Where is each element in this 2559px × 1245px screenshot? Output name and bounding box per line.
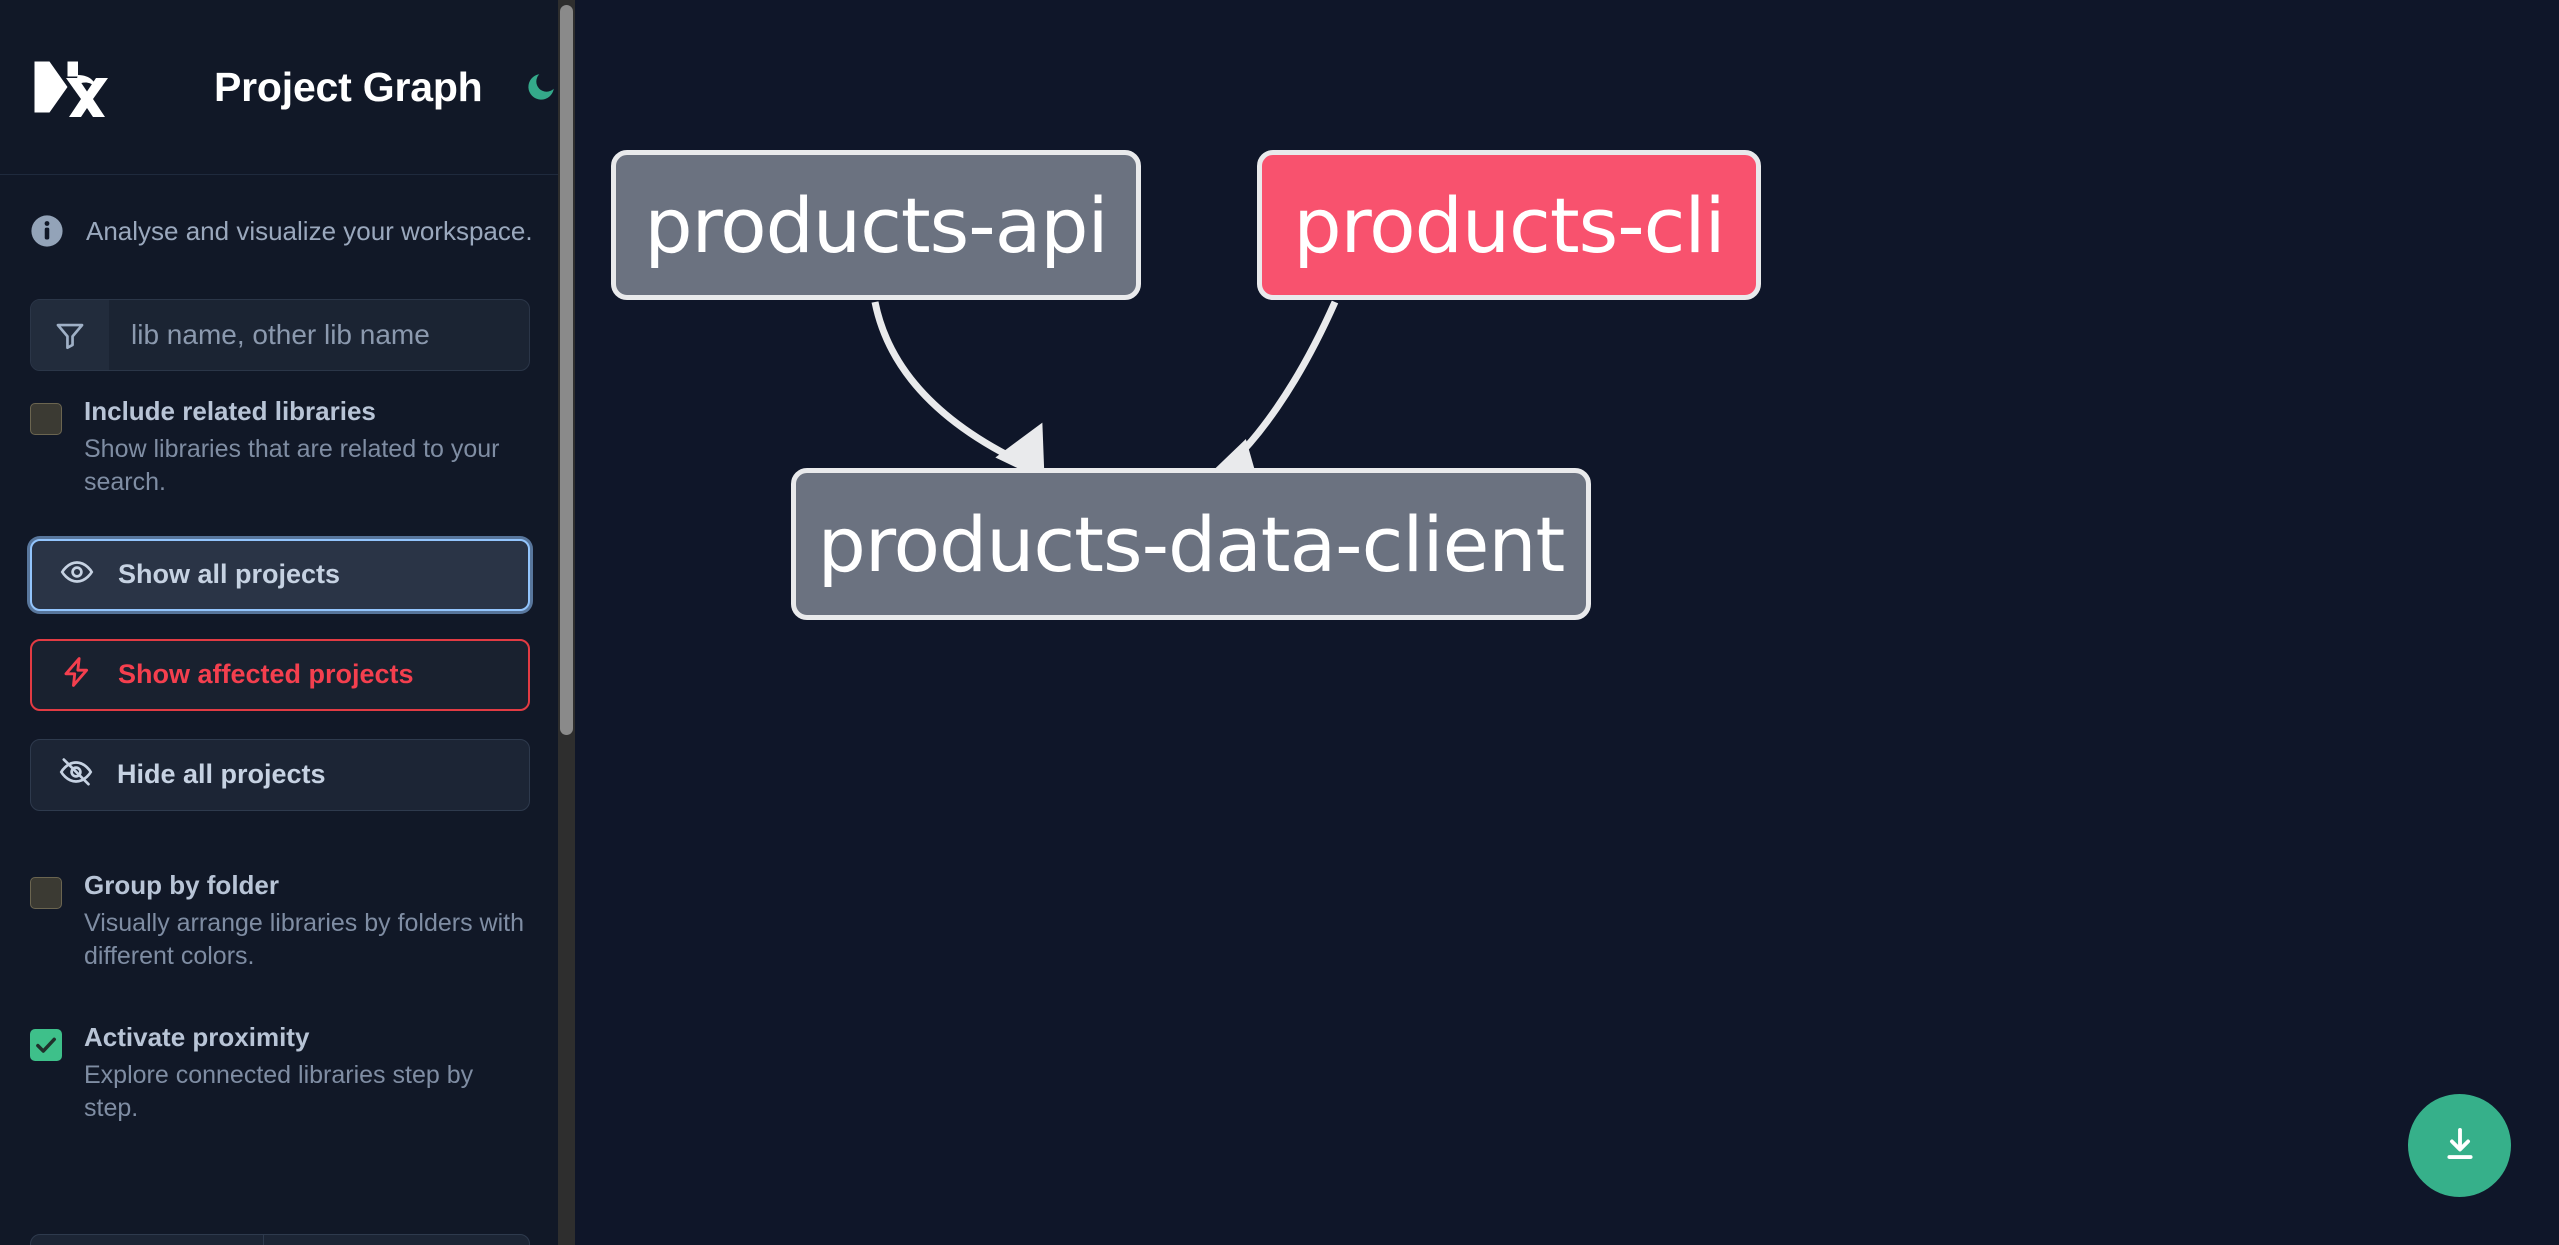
search-input[interactable] bbox=[109, 300, 529, 370]
project-visibility-buttons: Show all projects Show affected projects bbox=[0, 538, 560, 811]
info-banner: Analyse and visualize your workspace. bbox=[0, 175, 560, 287]
sidebar: Project Graph Analyse and visualize your… bbox=[0, 0, 575, 1245]
edge-products-cli-to-products-data-client bbox=[1206, 300, 1339, 496]
sidebar-content: Project Graph Analyse and visualize your… bbox=[0, 0, 560, 1245]
graph-edges bbox=[871, 300, 1339, 496]
node-label: products-cli bbox=[1293, 180, 1725, 270]
option-group-by-folder[interactable]: Group by folder Visually arrange librari… bbox=[0, 845, 560, 973]
option-text-group: Group by folder Visually arrange librari… bbox=[84, 869, 530, 973]
graph-node-products-cli[interactable]: products-cli bbox=[1257, 150, 1761, 300]
node-label: products-api bbox=[644, 180, 1108, 270]
hide-all-projects-button[interactable]: Hide all projects bbox=[30, 738, 530, 811]
option-label: Activate proximity bbox=[84, 1021, 310, 1052]
option-include-related-libraries[interactable]: Include related libraries Show libraries… bbox=[0, 371, 560, 499]
option-activate-proximity[interactable]: Activate proximity Explore connected lib… bbox=[0, 997, 560, 1125]
hide-all-projects-label: Hide all projects bbox=[117, 759, 326, 790]
page-title: Project Graph bbox=[214, 63, 483, 110]
brand-header: Project Graph bbox=[0, 0, 560, 175]
include-related-libraries-checkbox[interactable] bbox=[30, 403, 62, 435]
info-circle-icon bbox=[30, 214, 64, 248]
divider bbox=[263, 1235, 264, 1245]
eye-off-icon bbox=[59, 755, 93, 794]
show-all-projects-button[interactable]: Show all projects bbox=[30, 538, 530, 611]
option-label: Include related libraries bbox=[84, 396, 376, 426]
graph-canvas[interactable]: products-api products-cli products-data-… bbox=[575, 0, 2559, 1245]
option-text-group: Include related libraries Show libraries… bbox=[84, 396, 530, 499]
sidebar-scrollbar-track[interactable] bbox=[558, 0, 575, 1245]
sidebar-bottom-control[interactable] bbox=[30, 1234, 530, 1245]
activate-proximity-checkbox[interactable] bbox=[30, 1028, 62, 1061]
nx-logo-icon bbox=[30, 57, 126, 122]
info-text: Analyse and visualize your workspace. bbox=[86, 215, 533, 246]
option-description: Visually arrange libraries by folders wi… bbox=[84, 908, 525, 970]
graph-node-products-api[interactable]: products-api bbox=[611, 150, 1141, 300]
filter-funnel-icon bbox=[31, 300, 109, 370]
option-text-group: Activate proximity Explore connected lib… bbox=[84, 1021, 530, 1125]
group-by-folder-checkbox[interactable] bbox=[30, 876, 62, 909]
show-affected-projects-button[interactable]: Show affected projects bbox=[30, 638, 530, 711]
moon-icon[interactable] bbox=[523, 67, 560, 107]
option-description: Explore connected libraries step by step… bbox=[84, 1060, 474, 1122]
graph-node-products-data-client[interactable]: products-data-client bbox=[791, 468, 1591, 620]
option-label: Group by folder bbox=[84, 869, 279, 900]
search-field[interactable] bbox=[30, 299, 530, 371]
download-icon bbox=[2438, 1122, 2482, 1169]
eye-icon bbox=[60, 555, 94, 594]
show-affected-projects-label: Show affected projects bbox=[118, 659, 414, 690]
lightning-bolt-icon bbox=[60, 655, 94, 694]
node-label: products-data-client bbox=[817, 499, 1566, 589]
download-graph-button[interactable] bbox=[2408, 1094, 2511, 1197]
show-all-projects-label: Show all projects bbox=[118, 559, 341, 590]
edge-products-api-to-products-data-client bbox=[871, 301, 1045, 482]
sidebar-scrollbar-thumb[interactable] bbox=[560, 5, 573, 735]
option-description: Show libraries that are related to your … bbox=[84, 434, 500, 496]
